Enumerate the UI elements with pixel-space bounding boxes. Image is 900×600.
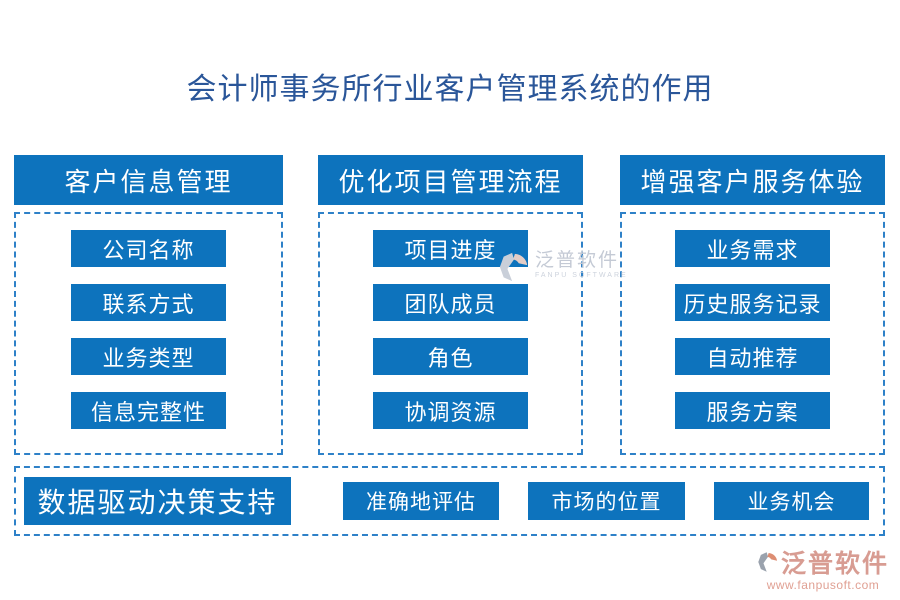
column-header: 增强客户服务体验 xyxy=(620,155,885,205)
page-title: 会计师事务所行业客户管理系统的作用 xyxy=(186,73,714,106)
bottom-dashed-box: 数据驱动决策支持 准确地评估 市场的位置 业务机会 xyxy=(14,466,885,536)
pill-item: 协调资源 xyxy=(373,392,528,429)
pill-item: 自动推荐 xyxy=(675,338,830,375)
pill-item: 角色 xyxy=(373,338,528,375)
footer-watermark-brand: 泛普软件 xyxy=(780,550,889,578)
bottom-primary-label: 数据驱动决策支持 xyxy=(24,477,291,525)
pill-item: 信息完整性 xyxy=(71,392,226,429)
footer-watermark: 泛普软件 www.fanpusoft.com xyxy=(757,551,889,592)
column-header: 优化项目管理流程 xyxy=(318,155,583,205)
pill-item: 历史服务记录 xyxy=(675,284,830,321)
pill-item: 团队成员 xyxy=(373,284,528,321)
column-header: 客户信息管理 xyxy=(14,155,283,205)
column-project-flow: 优化项目管理流程 项目进度 团队成员 角色 协调资源 xyxy=(318,155,583,455)
pill-item: 业务类型 xyxy=(71,338,226,375)
footer-watermark-url: www.fanpusoft.com xyxy=(766,578,880,592)
column-dashed-box: 项目进度 团队成员 角色 协调资源 xyxy=(318,212,583,455)
column-dashed-box: 业务需求 历史服务记录 自动推荐 服务方案 xyxy=(620,212,885,455)
pill-item: 服务方案 xyxy=(675,392,830,429)
column-dashed-box: 公司名称 联系方式 业务类型 信息完整性 xyxy=(14,212,283,455)
column-customer-info: 客户信息管理 公司名称 联系方式 业务类型 信息完整性 xyxy=(14,155,283,455)
pill-item: 业务需求 xyxy=(675,230,830,267)
pill-item: 联系方式 xyxy=(71,284,226,321)
fanpu-logo-icon xyxy=(757,551,779,578)
bottom-item: 业务机会 xyxy=(714,482,869,520)
pill-item: 公司名称 xyxy=(71,230,226,267)
bottom-item: 准确地评估 xyxy=(343,482,499,520)
bottom-item: 市场的位置 xyxy=(528,482,685,520)
pill-item: 项目进度 xyxy=(373,230,528,267)
column-service-experience: 增强客户服务体验 业务需求 历史服务记录 自动推荐 服务方案 xyxy=(620,155,885,455)
